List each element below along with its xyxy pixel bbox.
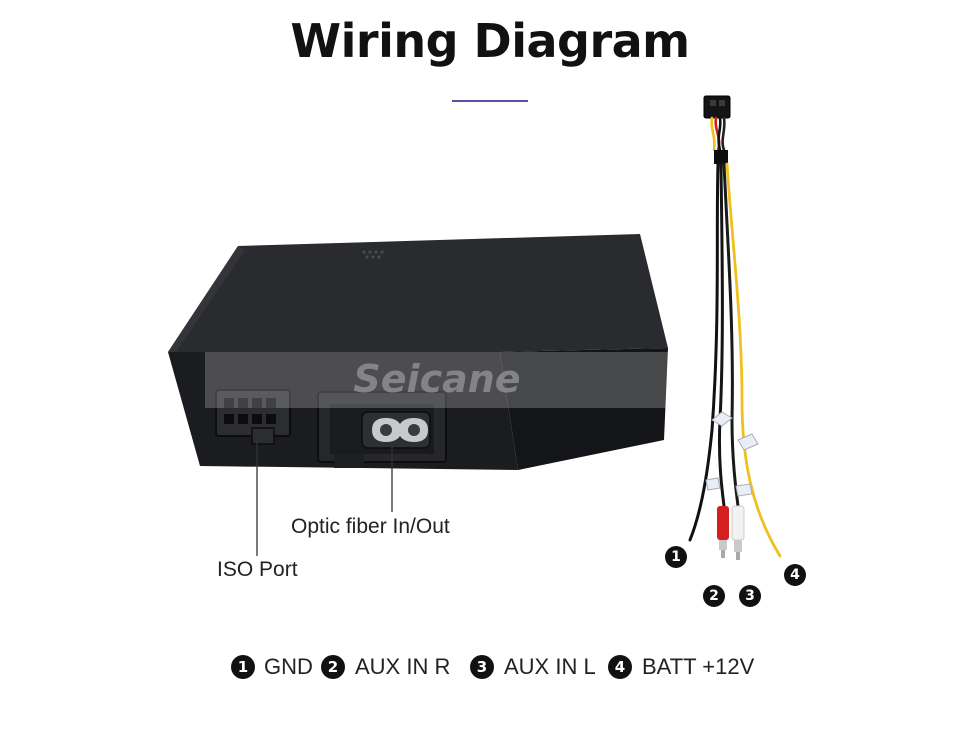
module-box bbox=[168, 234, 668, 470]
legend-badge-1: 1 bbox=[231, 655, 255, 679]
rca-red-plug bbox=[717, 506, 729, 558]
legend-badge-3: 3 bbox=[470, 655, 494, 679]
legend: 1 GND 2 AUX IN R 3 AUX IN L 4 BATT +12V bbox=[0, 653, 980, 681]
legend-text-aux-r: AUX IN R bbox=[355, 654, 451, 679]
legend-badge-2: 2 bbox=[321, 655, 345, 679]
page-title: Wiring Diagram bbox=[290, 14, 690, 68]
iso-port-label: ISO Port bbox=[217, 558, 298, 581]
legend-badge-4: 4 bbox=[608, 655, 632, 679]
legend-text-batt: BATT +12V bbox=[642, 654, 755, 679]
wire-badge-aux-r: 2 bbox=[703, 585, 725, 607]
wire-badge-gnd: 1 bbox=[665, 546, 687, 568]
watermark-text: Seicane bbox=[353, 357, 520, 401]
rca-white-plug bbox=[731, 505, 745, 560]
wire-badge-batt: 4 bbox=[784, 564, 806, 586]
iso-port-connector bbox=[215, 389, 291, 445]
wire-harness bbox=[688, 95, 782, 558]
wire-badge-aux-l: 3 bbox=[739, 585, 761, 607]
watermark-band bbox=[205, 352, 670, 408]
legend-text-aux-l: AUX IN L bbox=[504, 654, 596, 679]
optic-fiber-label: Optic fiber In/Out bbox=[291, 515, 450, 538]
title-underline bbox=[452, 100, 528, 102]
legend-text-gnd: GND bbox=[264, 654, 313, 679]
optic-fiber-connector bbox=[317, 391, 447, 468]
